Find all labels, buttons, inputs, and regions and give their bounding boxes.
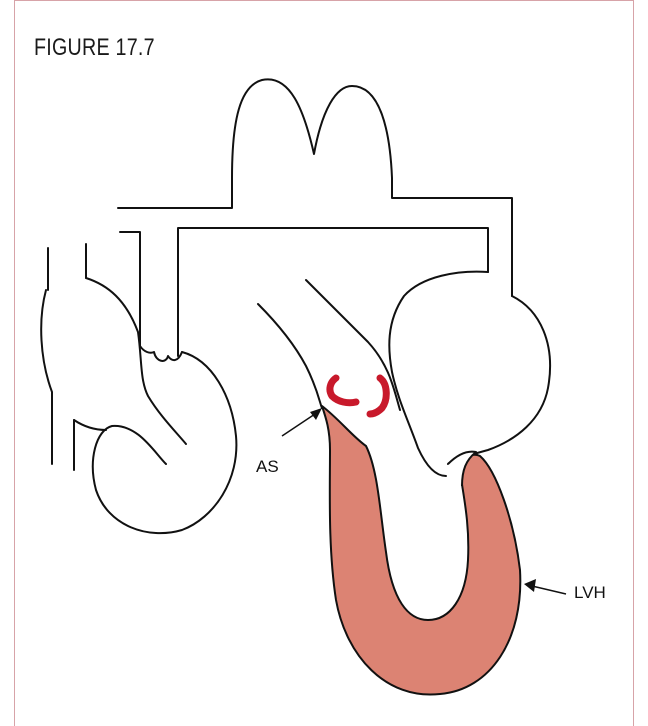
valve-leaflet-right (370, 378, 386, 414)
right-atrium (86, 278, 186, 444)
outflow-left (258, 304, 322, 408)
as-arrow-head (310, 408, 322, 420)
left-atrium (448, 296, 550, 464)
rv-lower-wall (74, 420, 106, 430)
valve-leaflet-left (330, 378, 356, 403)
right-ventricle (93, 352, 237, 533)
pulmonary-vessel (178, 228, 488, 356)
lvh-label: LVH (574, 583, 606, 602)
lvh-arrow-line (532, 586, 566, 594)
la-top (389, 272, 488, 476)
as-label: AS (256, 457, 279, 476)
lvh-arrow-head (524, 579, 536, 592)
ra-wall (140, 346, 182, 361)
as-arrow-line (282, 412, 318, 436)
ivc (41, 290, 52, 464)
